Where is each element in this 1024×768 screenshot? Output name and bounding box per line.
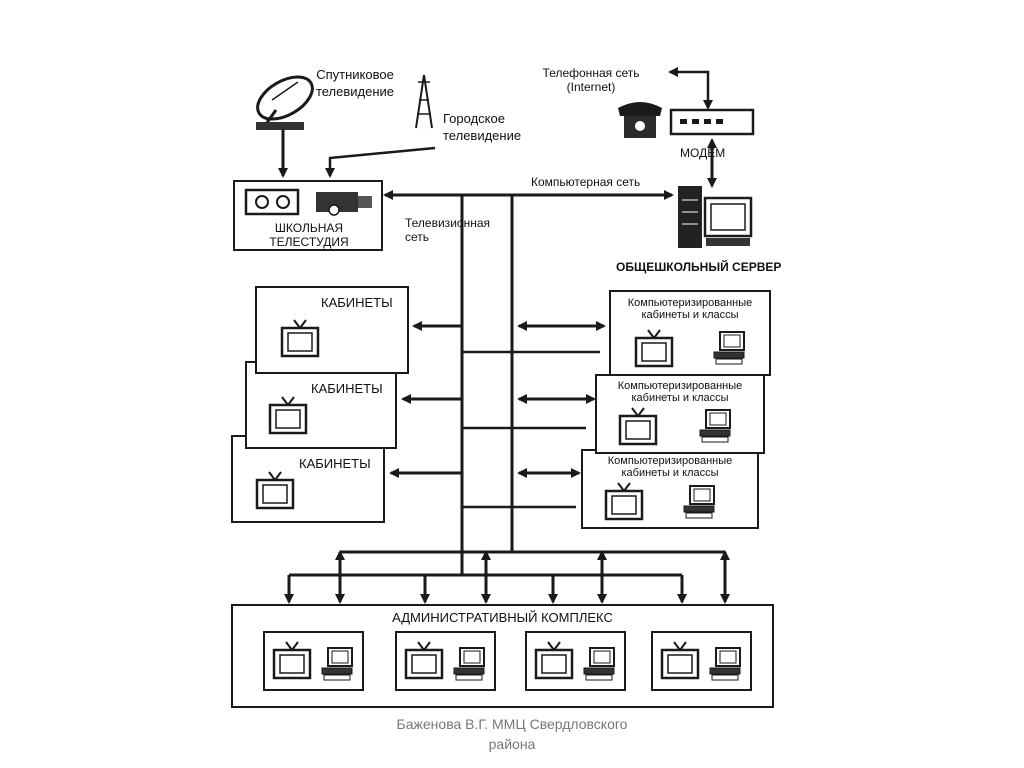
satellite-tv-label: Спутниковое телевидение [315, 67, 395, 99]
modem-label: МОДЕМ [680, 146, 726, 160]
comp-cab-label-1: Компьютеризированные кабинеты и классы [627, 297, 753, 321]
camera-icon [316, 192, 372, 216]
computer-net-label: Компьютерная сеть [531, 175, 641, 189]
footer-line-1: Баженова В.Г. ММЦ Свердловского [396, 716, 628, 732]
comp-cab-label-2: Компьютеризированные кабинеты и классы [617, 380, 743, 404]
satellite-dish-icon [256, 75, 314, 130]
tv-net-label: Телевизионная сеть [405, 216, 490, 244]
footer-credit: Баженова В.Г. ММЦ Свердловского района [312, 714, 712, 754]
school-server-label: ОБЩЕШКОЛЬНЫЙ СЕРВЕР [616, 260, 782, 274]
comp-cab-label-3: Компьютеризированные кабинеты и классы [607, 455, 733, 479]
city-tv-label: Городское телевидение [443, 111, 522, 143]
cabinets-label-3: КАБИНЕТЫ [299, 456, 371, 471]
telephone-icon [618, 102, 662, 138]
cabinets-label-1: КАБИНЕТЫ [321, 295, 393, 310]
school-studio-label: ШКОЛЬНАЯ ТЕЛЕСТУДИЯ [269, 221, 349, 249]
admin-complex-label: АДМИНИСТРАТИВНЫЙ КОМПЛЕКС [392, 610, 613, 625]
cabinets-label-2: КАБИНЕТЫ [311, 381, 383, 396]
cabinets-box-2 [245, 361, 397, 449]
modem-icon [669, 108, 755, 136]
server-icon [678, 186, 753, 248]
tv-tower-icon [415, 74, 433, 129]
phone-net-label: Телефонная сеть (Internet) [542, 66, 640, 94]
vcr-icon [244, 188, 300, 216]
footer-line-2: района [488, 736, 536, 752]
